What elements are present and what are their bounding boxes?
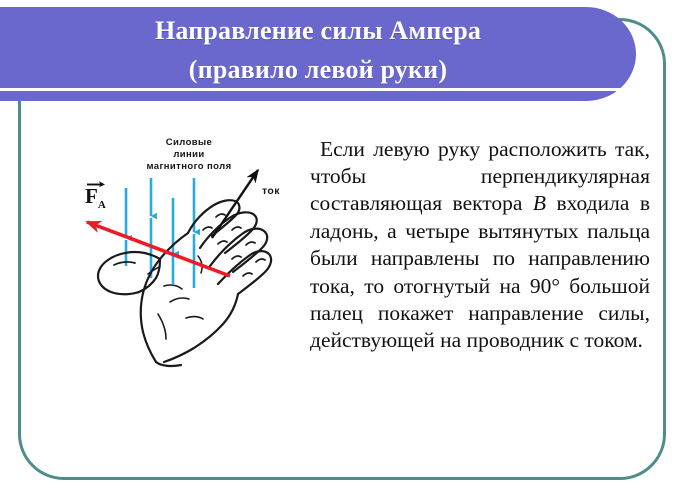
current-label: ток xyxy=(262,185,280,197)
body-paragraph: Если левую руку расположить так, чтобы п… xyxy=(310,136,650,355)
ampere-force-label-symbol: F xyxy=(85,184,98,208)
field-lines-label-row-1: Силовые xyxy=(165,137,213,148)
ampere-force-label: FA xyxy=(85,186,106,211)
field-lines-label-row-2: линии xyxy=(173,149,205,160)
field-lines-label-row-3: магнитного поля xyxy=(146,161,232,172)
magnetic-field-vector-symbol: B xyxy=(532,191,547,216)
left-hand-rule-diagram: Силовые линии магнитного поля ток FA xyxy=(40,126,308,386)
body-paragraph-part-2: входила в ладонь, а четыре вытянутых пал… xyxy=(310,191,650,353)
current-direction-arrow xyxy=(211,168,259,239)
field-lines-label: Силовые линии магнитного поля xyxy=(128,137,250,173)
title-text-block: Направление силы Ампера (правило левой р… xyxy=(0,7,636,101)
title-line-2: (правило левой руки) xyxy=(188,55,448,84)
diagram-canvas xyxy=(85,168,273,368)
body-paragraph-part-1: Если левую руку расположить так, чтобы п… xyxy=(310,136,650,216)
vector-arrow-hat-icon xyxy=(87,181,105,187)
title-line-1: Направление силы Ампера xyxy=(154,16,482,45)
title-banner: Направление силы Ампера (правило левой р… xyxy=(0,7,636,101)
title-underline-rule xyxy=(0,88,640,91)
ampere-force-label-subscript: A xyxy=(97,199,106,212)
ampere-force-arrow xyxy=(85,220,231,278)
magnetic-field-lines-group xyxy=(124,178,200,288)
left-hand-illustration xyxy=(96,199,273,368)
